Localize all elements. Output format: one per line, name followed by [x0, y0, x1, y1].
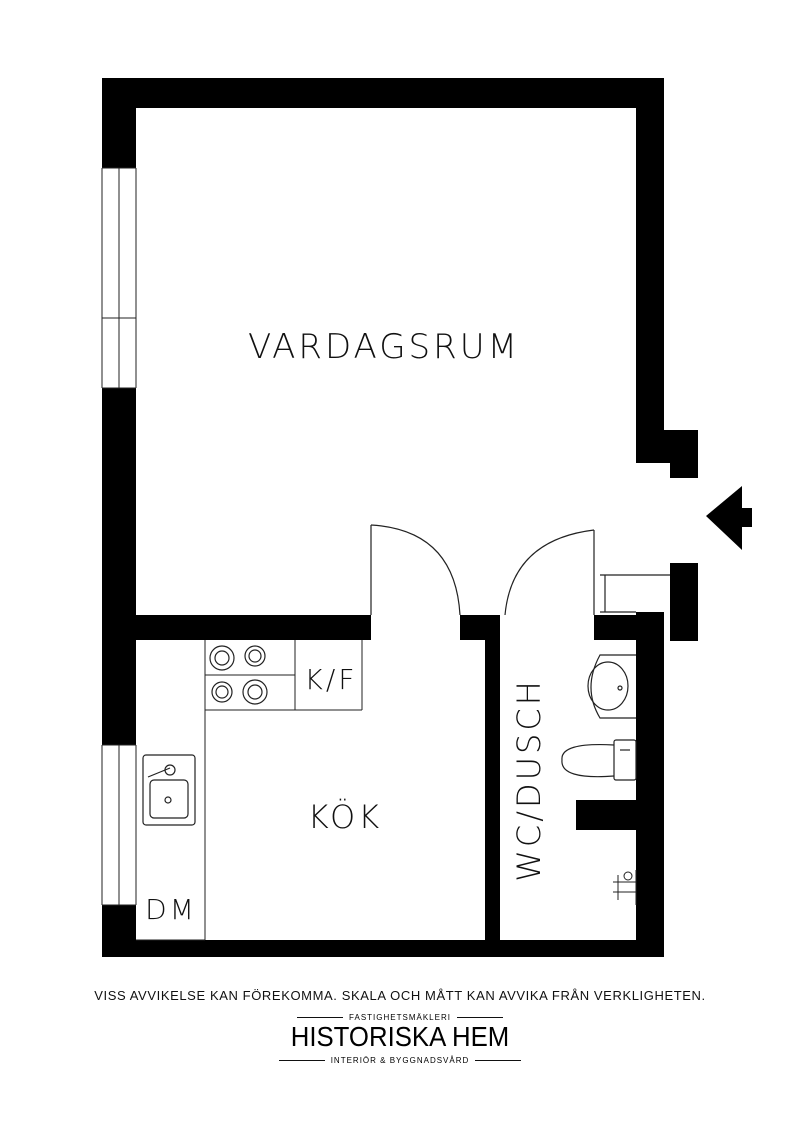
doors: [370, 524, 670, 616]
room-label-kitchen: KÖK: [308, 798, 382, 836]
door-bathroom: [504, 529, 595, 616]
shower-icon: [613, 870, 637, 905]
wall-right-lower-b: [636, 612, 664, 957]
tagline-rule-left: [297, 1017, 344, 1018]
brand-tagline-bottom: INTERIÖR & BYGGNADSVÅRD: [0, 1054, 800, 1065]
door-entrance-frame: [600, 574, 670, 613]
wall-bath-stub: [576, 800, 642, 830]
window-living: [101, 167, 137, 389]
wall-bath-top: [594, 615, 644, 640]
washbasin-icon: [587, 654, 636, 719]
tagline-rule-right: [456, 1017, 503, 1018]
room-label-living: VARDAGSRUM: [248, 327, 520, 367]
wall-right-upper: [636, 78, 664, 463]
brand-logo-text: HISTORISKA HEM: [290, 1021, 510, 1052]
wall-bottom: [102, 940, 664, 957]
wall-left-upper: [102, 78, 136, 168]
exterior-walls: [102, 78, 698, 957]
wall-left-middle: [102, 388, 136, 745]
wall-right-lower-a: [670, 563, 698, 641]
disclaimer-text: VISS AVVIKELSE KAN FÖREKOMMA. SKALA OCH …: [94, 988, 706, 1003]
tagline-bottom-rule-right: [475, 1060, 522, 1061]
wall-bath-left: [485, 615, 500, 945]
wall-right-notch-down: [670, 430, 698, 478]
tagline-bottom-text: INTERIÖR & BYGGNADSVÅRD: [330, 1056, 470, 1065]
room-label-bathroom: WC/DUSCH: [510, 678, 548, 882]
entrance-arrow-icon: [706, 486, 752, 550]
wall-top: [102, 78, 664, 108]
windows: [101, 167, 137, 906]
room-label-fridge: K/F: [305, 663, 358, 696]
room-label-dishwasher: DM: [145, 893, 197, 926]
window-kitchen: [101, 744, 137, 906]
interior-walls: [136, 615, 644, 945]
kitchen-sink-icon: [142, 754, 196, 826]
door-kitchen: [370, 524, 461, 616]
tagline-top-text: FASTIGHETSMÄKLERI: [349, 1013, 451, 1022]
brand-tagline-top: FASTIGHETSMÄKLERI: [0, 1011, 800, 1022]
stove-icon: [209, 645, 268, 705]
tagline-bottom-rule-left: [278, 1060, 325, 1061]
wall-living-kitchen: [136, 615, 371, 640]
kitchen-counter: [136, 640, 363, 941]
toilet-icon: [561, 739, 637, 781]
